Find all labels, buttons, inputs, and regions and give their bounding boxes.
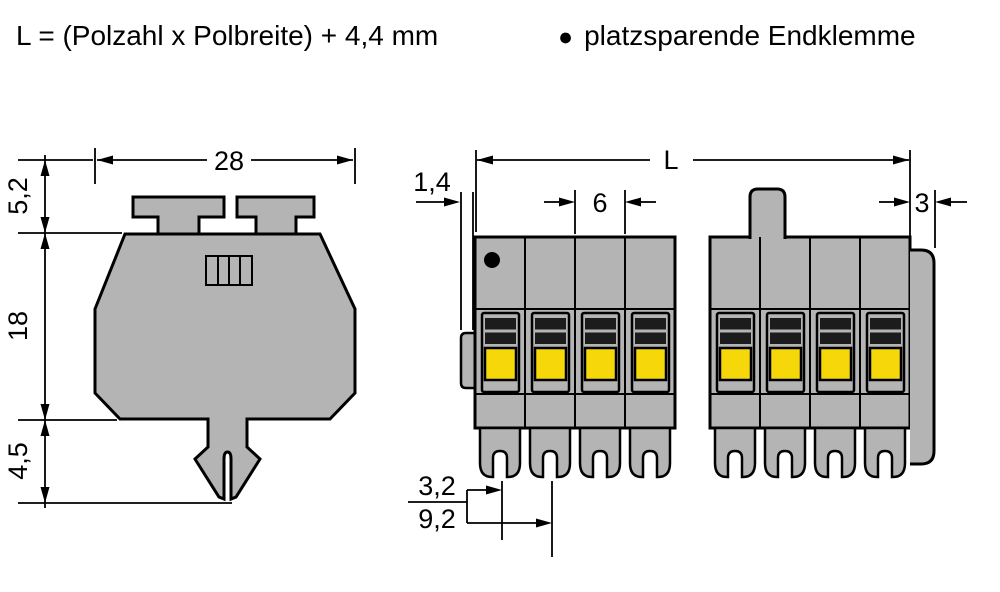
end-plate [910, 248, 936, 466]
mounting-tab-right [235, 195, 316, 236]
dim-length-label: L [663, 145, 678, 175]
terminal-side-profile [93, 195, 357, 502]
dim-wall-label: 1,4 [413, 167, 451, 197]
dim-foot-bottom-label: 9,2 [418, 504, 456, 534]
feature-text: platzsparende Endklemme [584, 20, 916, 51]
dim-pitch-label: 6 [592, 188, 607, 218]
dim-end-plate: 3 [879, 188, 967, 248]
mounting-tab-left [131, 195, 226, 236]
bullet-icon: ● [558, 22, 574, 51]
dim-foot-height-label: 4,5 [3, 442, 33, 480]
dim-width: 28 [94, 146, 356, 184]
side-view: 28 5,2 18 4,5 [3, 146, 357, 508]
terminal-group-left [473, 235, 677, 479]
dim-wall-thickness: 1,4 [413, 167, 474, 330]
dim-tab-height-label: 5,2 [3, 177, 33, 215]
dim-endplate-label: 3 [914, 188, 929, 218]
dim-foot-spacing: 3,2 9,2 [408, 471, 553, 557]
dim-length: L [475, 145, 911, 250]
feature-note: ● platzsparende Endklemme [558, 20, 916, 52]
dim-foot-top-label: 3,2 [418, 471, 456, 501]
dim-heights: 5,2 18 4,5 [3, 155, 232, 508]
marker-dot [484, 252, 500, 268]
dim-body-height-label: 18 [3, 311, 33, 341]
latch-tongue [748, 187, 787, 239]
housing-body [93, 232, 357, 502]
dim-pitch: 6 [544, 188, 656, 234]
terminal-group-right [708, 187, 936, 479]
formula-text: L = (Polzahl x Polbreite) + 4,4 mm [16, 20, 439, 51]
front-view: L 1,4 6 [408, 145, 967, 557]
dim-width-label: 28 [214, 146, 244, 176]
end-flange [459, 331, 479, 390]
